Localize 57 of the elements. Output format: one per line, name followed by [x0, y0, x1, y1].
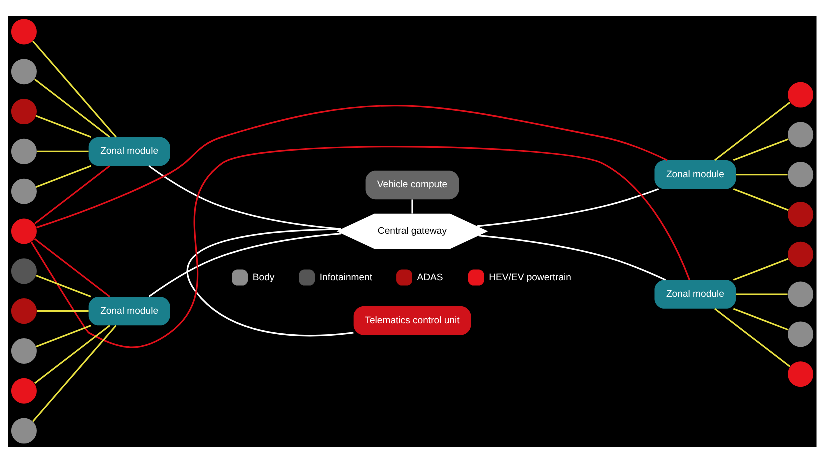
- node-box: Zonal module: [88, 296, 170, 326]
- connector: [36, 105, 668, 229]
- node-box: Zonal module: [654, 280, 736, 309]
- connector: [477, 188, 660, 228]
- legend-label: Body: [252, 272, 275, 284]
- connector: [36, 275, 92, 298]
- connector: [37, 310, 89, 312]
- node-circle: [788, 242, 814, 268]
- connector: [736, 294, 788, 296]
- node-box: Zonal module: [88, 137, 170, 166]
- node-circle: [11, 99, 37, 125]
- legend-label: ADAS: [417, 272, 444, 284]
- connector: [37, 150, 89, 152]
- connector: [36, 325, 92, 348]
- node-circle: [788, 362, 814, 388]
- connector: [148, 166, 342, 230]
- connector: [36, 165, 92, 188]
- node-circle: [11, 418, 37, 444]
- node-circle: [11, 258, 37, 284]
- node-circle: [11, 338, 37, 364]
- node-circle: [11, 59, 37, 85]
- connector: [714, 308, 791, 368]
- connector: [714, 102, 791, 161]
- node-circle: [11, 298, 37, 324]
- connector: [34, 166, 110, 224]
- node-circle: [11, 178, 37, 204]
- connector: [733, 308, 789, 331]
- connector: [34, 78, 110, 138]
- connector: [30, 146, 690, 348]
- node-box: Telematics control unit: [354, 306, 472, 336]
- connector: [32, 40, 117, 138]
- connector: [34, 325, 110, 384]
- node-circle: [788, 162, 814, 188]
- connector: [36, 115, 92, 138]
- connector: [187, 228, 354, 337]
- connector: [736, 174, 788, 176]
- node-circle: [11, 378, 37, 404]
- node-box: Zonal module: [654, 160, 736, 190]
- connector: [733, 138, 789, 162]
- connector: [733, 188, 789, 212]
- node-box: Vehicle compute: [366, 170, 460, 200]
- node-circle: [11, 218, 37, 244]
- connector: [34, 238, 110, 298]
- connector: [412, 200, 414, 214]
- connector: [148, 233, 342, 298]
- connector: [32, 325, 117, 422]
- legend-label: Infotainment: [320, 272, 373, 284]
- node-circle: [788, 322, 814, 348]
- node-circle: [11, 19, 37, 45]
- node-circle: [788, 122, 814, 148]
- connector: [479, 235, 666, 281]
- node-circle: [11, 138, 37, 164]
- connector: [733, 258, 789, 281]
- node-circle: [788, 202, 814, 228]
- node-circle: [788, 282, 814, 308]
- node-circle: [788, 82, 814, 108]
- legend-label: HEV/EV powertrain: [489, 272, 572, 284]
